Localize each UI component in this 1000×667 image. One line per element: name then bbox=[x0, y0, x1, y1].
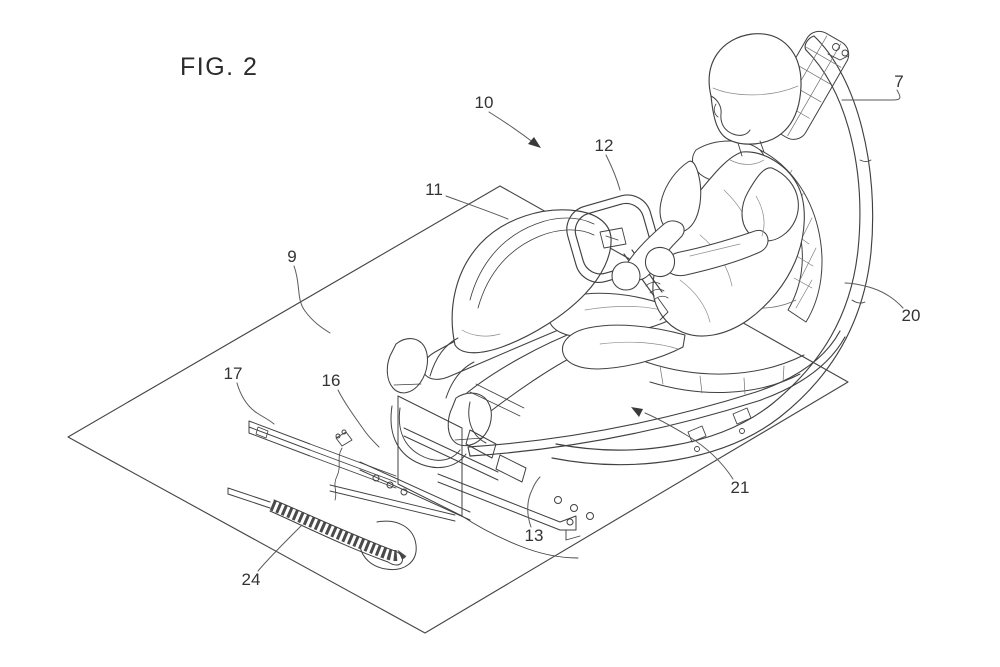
leader-11 bbox=[445, 195, 509, 220]
seat-rails bbox=[248, 420, 397, 489]
boot-right bbox=[447, 392, 492, 447]
figure-title: FIG. 2 bbox=[180, 53, 259, 81]
leader-21 bbox=[644, 412, 734, 480]
headrest-bracket bbox=[827, 43, 849, 61]
arrowhead-21 bbox=[631, 407, 643, 417]
wheel-hub bbox=[599, 227, 627, 249]
leader-16 bbox=[337, 389, 380, 448]
leader-13 bbox=[527, 476, 541, 528]
seat-mount-feet bbox=[687, 407, 752, 452]
ref-label-17: 17 bbox=[223, 364, 243, 383]
leader-9 bbox=[293, 265, 331, 334]
ref-label-13: 13 bbox=[524, 526, 544, 545]
ref-label-20: 20 bbox=[901, 306, 921, 325]
seat-back-shell bbox=[551, 35, 874, 466]
leader-lines bbox=[236, 89, 904, 572]
ref-label-21: 21 bbox=[730, 478, 750, 497]
ref-label-24: 24 bbox=[241, 570, 261, 589]
connector-plug bbox=[334, 429, 353, 501]
leader-17 bbox=[236, 382, 275, 425]
pedal-arm bbox=[429, 337, 459, 377]
ref-label-16: 16 bbox=[321, 371, 341, 390]
pedal-hoop bbox=[390, 405, 467, 469]
ref-label-12: 12 bbox=[594, 136, 614, 155]
slide-rail bbox=[437, 473, 577, 531]
ref-label-7: 7 bbox=[894, 72, 904, 91]
leader-12 bbox=[605, 154, 621, 191]
ref-label-9: 9 bbox=[287, 247, 297, 266]
near-thigh bbox=[561, 324, 686, 370]
driver-helmet bbox=[708, 33, 802, 157]
arrowhead-10 bbox=[528, 137, 541, 148]
floor-tray bbox=[461, 515, 579, 559]
cable-channel bbox=[359, 520, 417, 571]
leader-arrowheads bbox=[528, 137, 643, 417]
driver-arms bbox=[611, 160, 799, 291]
far-forearm bbox=[665, 229, 769, 277]
leader-20 bbox=[844, 282, 904, 309]
far-hand bbox=[645, 247, 675, 277]
ref-label-10: 10 bbox=[474, 93, 494, 112]
pedal-assembly bbox=[329, 337, 594, 571]
leader-10 bbox=[488, 111, 535, 144]
driver-legs bbox=[386, 292, 686, 447]
boot-left bbox=[386, 338, 429, 394]
leader-24 bbox=[257, 524, 303, 572]
chassis-side-rail bbox=[467, 330, 846, 457]
coiled-cable bbox=[227, 487, 407, 566]
ref-label-11: 11 bbox=[425, 180, 443, 199]
near-hand bbox=[611, 261, 641, 291]
leader-7 bbox=[841, 89, 901, 101]
